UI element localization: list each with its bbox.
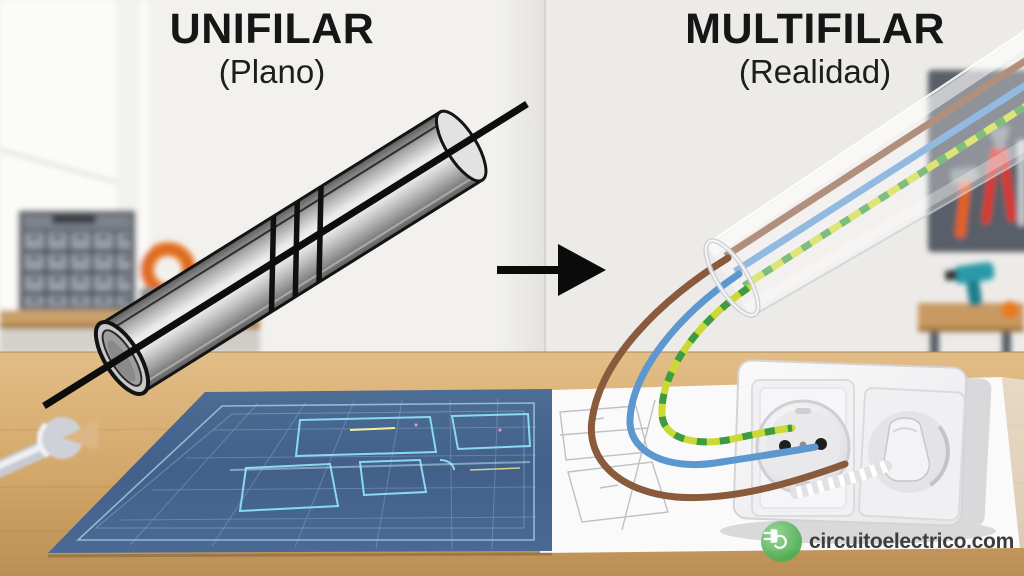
plug-logo-icon — [761, 521, 802, 562]
socket-unit — [720, 359, 996, 544]
hammer — [950, 166, 978, 238]
pliers — [982, 126, 1016, 224]
blueprint — [47, 389, 553, 558]
left-subtitle: (Plano) — [218, 53, 326, 91]
arrow-icon — [497, 244, 606, 296]
right-title: MULTIFILAR — [685, 5, 945, 53]
transparent-tube — [705, 1, 1024, 318]
pegboard — [928, 70, 1024, 252]
single-line — [42, 101, 529, 409]
left-title-block: UNIFILAR (Plano) — [97, 6, 447, 90]
wrench — [0, 417, 98, 478]
left-title: UNIFILAR — [169, 5, 375, 53]
orange-tool — [1001, 301, 1019, 319]
watermark: circuitoelectrico.com — [761, 521, 1014, 562]
right-title-block: MULTIFILAR (Realidad) — [640, 6, 990, 90]
wire-earth-stripe — [658, 285, 793, 446]
drill — [944, 262, 995, 307]
plug-cable — [790, 460, 892, 499]
floor-plan-lines — [238, 412, 532, 513]
background-right — [918, 70, 1024, 366]
wire-blue — [626, 270, 819, 469]
right-subtitle: (Realidad) — [738, 53, 892, 91]
background-left — [0, 0, 260, 353]
plug — [882, 417, 931, 482]
wire-brown — [587, 254, 849, 502]
watermark-text: circuitoelectrico.com — [809, 529, 1014, 553]
